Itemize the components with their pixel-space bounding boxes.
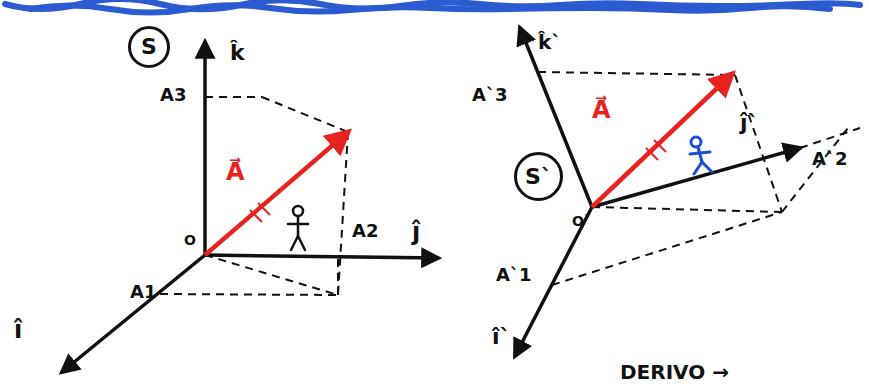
frame-s bbox=[62, 42, 438, 372]
axis-label: ĵ` bbox=[740, 112, 759, 134]
observer-figure bbox=[288, 206, 308, 250]
axis-label: O` bbox=[572, 214, 591, 228]
axis-label: k̂ bbox=[230, 42, 245, 64]
axis-label: A⃗ bbox=[592, 98, 611, 122]
vector-a-prime bbox=[592, 74, 732, 207]
axis-label: A3 bbox=[160, 86, 186, 104]
axis-label: ĵ bbox=[412, 220, 420, 244]
axis-label: A`3 bbox=[472, 86, 507, 104]
axis-label: A1 bbox=[130, 283, 156, 301]
axis-label: DERIVO → bbox=[620, 362, 729, 382]
vector-a bbox=[205, 132, 348, 255]
frame-name: S` bbox=[525, 166, 552, 188]
axis-label: A`2 bbox=[812, 150, 847, 168]
axis-label: k̂` bbox=[538, 32, 561, 52]
projection-dashes-prime bbox=[538, 72, 860, 285]
axis-label: O bbox=[184, 233, 196, 247]
axis-label: î bbox=[14, 318, 22, 342]
frame-name-circle: S bbox=[128, 26, 170, 68]
vector-ticks-prime bbox=[646, 140, 666, 160]
axis-label: A2 bbox=[352, 222, 378, 240]
projection-dashes bbox=[160, 97, 348, 295]
axis-label: A⃗ bbox=[226, 160, 245, 184]
axis-label: î` bbox=[492, 326, 511, 348]
blue-scribble bbox=[5, 0, 860, 13]
vector-ticks bbox=[250, 203, 270, 222]
frame-s-prime bbox=[515, 28, 800, 356]
axis-label: A`1 bbox=[496, 266, 531, 284]
frame-name: S bbox=[141, 36, 157, 58]
frame-name-circle: S` bbox=[514, 152, 563, 201]
observer-figure-blue bbox=[690, 137, 712, 174]
